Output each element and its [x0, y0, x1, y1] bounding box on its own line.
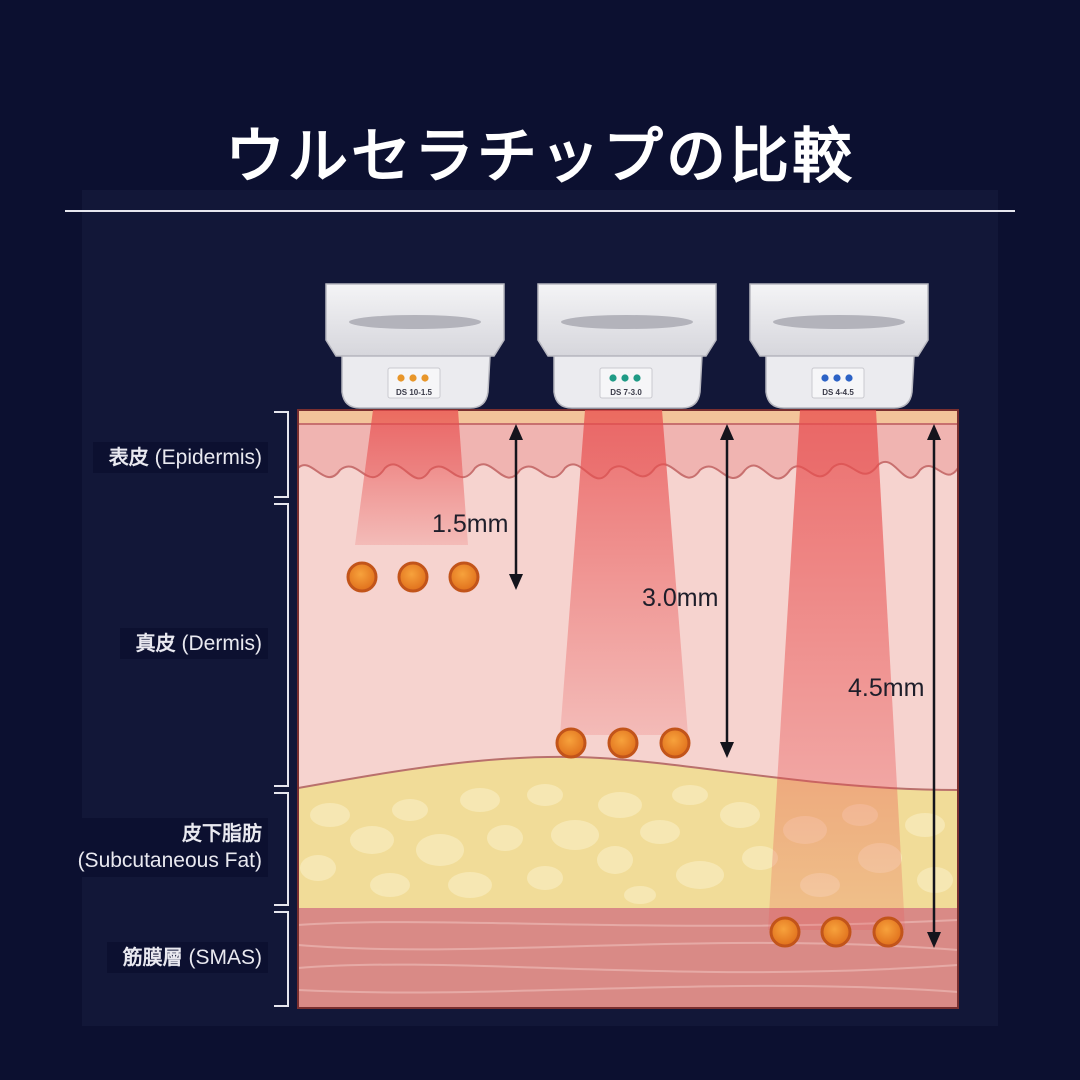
transducer-code-2: DS 7-3.0 — [610, 388, 642, 397]
depth-arrow-1 — [509, 424, 523, 590]
depth-label-2: 3.0mm — [642, 584, 718, 612]
focal-points-2 — [555, 727, 691, 759]
transducer-1: DS 10-1.5 — [325, 283, 505, 409]
title-divider — [65, 210, 1015, 212]
layer-label-fat: 皮下脂肪 (Subcutaneous Fat) — [61, 818, 268, 877]
focal-points-1 — [346, 561, 480, 593]
beam-3 — [768, 410, 905, 930]
smas-fibers — [298, 919, 958, 994]
transducer-code-3: DS 4-4.5 — [822, 388, 854, 397]
page-title: ウルセラチップの比較 — [225, 122, 855, 192]
depth-arrow-3 — [927, 424, 941, 948]
beam-1 — [355, 410, 468, 545]
transducer-2: DS 7-3.0 — [537, 283, 717, 409]
focal-points-3 — [769, 916, 904, 948]
layer-label-epidermis: 表皮 (Epidermis) — [92, 442, 268, 474]
depth-arrow-2 — [720, 424, 734, 758]
layer-label-smas: 筋膜層 (SMAS) — [106, 942, 268, 974]
transducer-code-1: DS 10-1.5 — [396, 388, 433, 397]
beam-2 — [560, 410, 688, 735]
transducer-3: DS 4-4.5 — [749, 283, 929, 409]
depth-label-1: 1.5mm — [432, 510, 508, 538]
depth-label-3: 4.5mm — [848, 674, 924, 702]
layer-brackets — [274, 411, 289, 1007]
layer-label-dermis: 真皮 (Dermis) — [119, 628, 268, 660]
